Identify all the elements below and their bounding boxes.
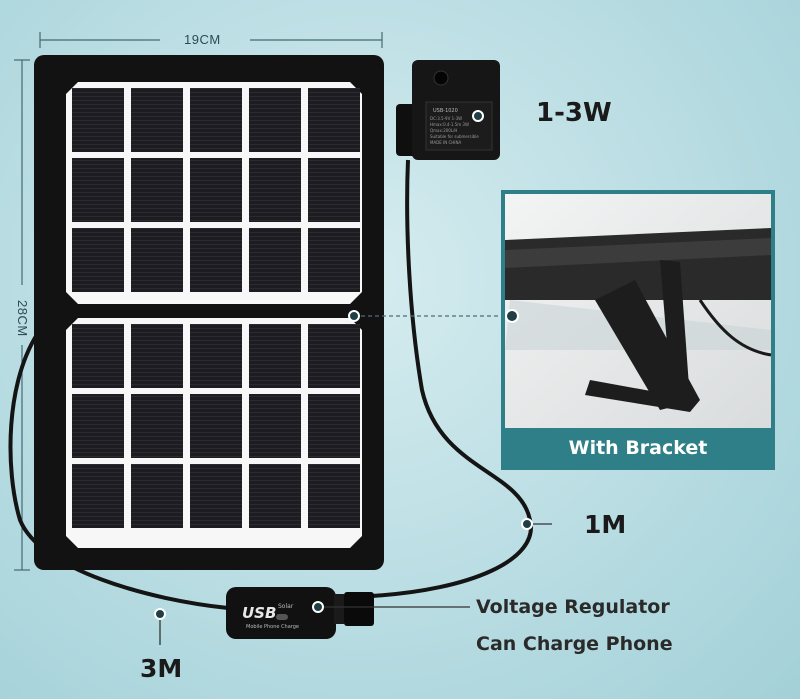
solar-cell: [131, 464, 183, 528]
solar-cell: [72, 88, 124, 152]
solar-cell: [308, 158, 360, 222]
bracket-inset-photo: [501, 190, 775, 470]
solar-cell: [308, 228, 360, 292]
solar-cell: [131, 324, 183, 388]
solar-cell: [249, 464, 301, 528]
cable-marker-1m: [521, 518, 533, 530]
pump-spec-line: MADE IN CHINA: [430, 140, 461, 145]
height-label: 28CM: [15, 300, 30, 337]
lower-cable-length: 3M: [140, 654, 183, 683]
solar-cell: [72, 158, 124, 222]
solar-cell: [72, 228, 124, 292]
solar-cable: [8, 328, 229, 610]
width-dimension: [39, 32, 383, 48]
pump-spec-line: Hmax:0.4-1.5m 3W: [430, 122, 469, 127]
solar-cell: [131, 394, 183, 458]
solar-cell: [249, 158, 301, 222]
pump-spec-line: Qmax:200L/H: [430, 128, 457, 133]
solar-cell: [131, 228, 183, 292]
pump-power-label: 1-3W: [536, 98, 612, 128]
svg-text:USB-1020: USB-1020: [433, 108, 458, 114]
svg-text:Mobile Phone Charge: Mobile Phone Charge: [246, 624, 299, 630]
solar-cell: [190, 158, 242, 222]
solar-cell: [190, 228, 242, 292]
regulator-name: Voltage Regulator: [476, 596, 670, 618]
solar-cell: [249, 324, 301, 388]
solar-cell: [308, 464, 360, 528]
solar-cell: [190, 394, 242, 458]
cable-marker-3m: [154, 608, 166, 620]
solar-cell: [72, 394, 124, 458]
solar-cell: [308, 88, 360, 152]
solar-cell: [131, 158, 183, 222]
width-label: 19CM: [184, 32, 221, 47]
pump-cable: [371, 159, 533, 598]
regulator-feature: Can Charge Phone: [476, 633, 673, 655]
solar-cell: [308, 394, 360, 458]
height-dimension: [14, 59, 30, 571]
pump-spec-line: Suitable for submersible: [430, 134, 479, 139]
solar-cell: [308, 324, 360, 388]
svg-text:USB: USB: [242, 604, 276, 622]
solar-cell: [249, 228, 301, 292]
pump-spec-line: DC:3.5-9V 1-3W: [430, 116, 462, 121]
svg-text:Solar: Solar: [278, 603, 294, 610]
solar-cell: [190, 324, 242, 388]
solar-cell: [72, 464, 124, 528]
solar-cell: [249, 394, 301, 458]
solar-cell: [190, 464, 242, 528]
voltage-regulator: USB Solar Mobile Phone Charge: [226, 587, 470, 639]
solar-cell: [72, 324, 124, 388]
upper-cable-length: 1M: [584, 510, 627, 539]
solar-panel: [34, 55, 384, 570]
solar-cell: [249, 88, 301, 152]
bracket-caption: With Bracket: [503, 428, 773, 468]
solar-cell: [131, 88, 183, 152]
solar-cell: [190, 88, 242, 152]
